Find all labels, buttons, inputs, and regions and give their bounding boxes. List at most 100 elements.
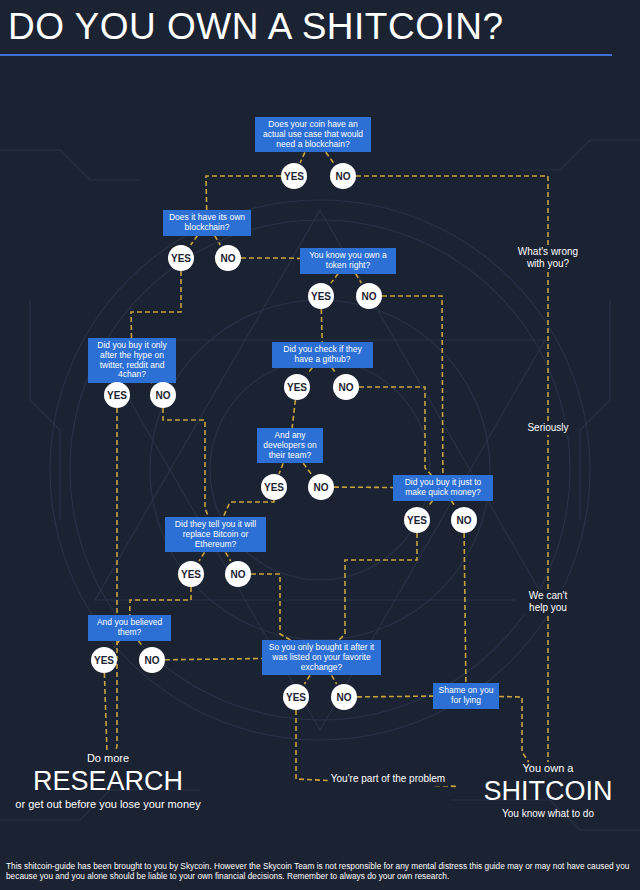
node-text: Did you check if they have a github? <box>276 345 369 365</box>
node-text: RESEARCH <box>13 766 203 797</box>
node-text: YES <box>94 655 114 666</box>
node-text: NO <box>314 482 329 493</box>
answer-circle: YES <box>281 163 307 189</box>
flow-connector <box>116 408 118 752</box>
node-text: And any developers on their team? <box>261 431 319 460</box>
flow-connector <box>331 274 338 284</box>
flow-connector <box>130 587 191 615</box>
flow-connector <box>165 659 262 660</box>
answer-circle: YES <box>284 374 310 400</box>
question-box: Did you check if they have a github? <box>272 342 373 368</box>
node-text: NO <box>231 569 246 580</box>
flow-connector <box>191 236 198 246</box>
flow-connector <box>334 486 393 488</box>
flow-connector <box>138 641 143 648</box>
question-box: Did you buy it just to make quick money? <box>393 475 493 501</box>
node-text: YES <box>286 692 306 703</box>
flow-connector <box>382 296 443 475</box>
side-remark: Seriously <box>524 421 571 435</box>
question-box: Does your coin have an actual use case t… <box>255 117 371 152</box>
node-text: You know what to do <box>458 808 638 820</box>
node-text: YES <box>311 291 331 302</box>
answer-circle: NO <box>139 647 165 673</box>
flow-connector <box>131 271 181 338</box>
answer-circle: YES <box>104 382 130 408</box>
flow-connector <box>332 368 337 375</box>
node-text: YES <box>264 482 284 493</box>
answer-circle: YES <box>91 647 117 673</box>
flow-connector <box>339 533 417 640</box>
node-text: Shame on you for lying <box>437 686 495 706</box>
title-rule <box>0 54 612 56</box>
flow-connector <box>359 387 431 475</box>
node-text: You know you own a token right? <box>304 251 392 271</box>
answer-circle: YES <box>178 561 204 587</box>
flow-connector <box>296 710 458 787</box>
node-text: And you believed them? <box>92 618 167 638</box>
flow-connector <box>104 673 107 752</box>
flow-connector <box>499 697 529 763</box>
question-box: Shame on you for lying <box>433 683 499 709</box>
question-box: And you believed them? <box>88 615 171 641</box>
answer-circle: YES <box>404 507 430 533</box>
node-text: or get out before you lose your money <box>13 798 203 811</box>
flow-connector <box>451 501 455 508</box>
flow-connector <box>307 368 312 375</box>
answer-circle: YES <box>308 283 334 309</box>
caption: This shitcoin-guide has been brought to … <box>6 861 634 882</box>
question-box: Did they tell you it will replace Bitcoi… <box>165 517 266 552</box>
flow-connector <box>300 152 305 163</box>
node-text: NO <box>457 515 472 526</box>
flow-connector <box>464 533 466 683</box>
flow-connector <box>357 695 433 697</box>
node-text: You own a <box>458 762 638 775</box>
circuit-ornament <box>0 140 640 830</box>
node-text: YES <box>287 382 307 393</box>
node-text: NO <box>156 390 171 401</box>
node-text: NO <box>337 692 352 703</box>
node-text: Do more <box>13 752 203 765</box>
flow-connector <box>215 236 221 246</box>
node-text: NO <box>339 382 354 393</box>
result-text: You own aSHITCOINYou know what to do <box>458 762 638 819</box>
flow-connector <box>114 641 119 648</box>
edge-label: You're part of the problem <box>328 772 448 786</box>
node-text: Did they tell you it will replace Bitcoi… <box>169 520 262 549</box>
flow-connector <box>241 257 300 259</box>
node-text: YES <box>284 171 304 182</box>
node-text: NO <box>336 171 351 182</box>
flow-connector <box>304 675 310 684</box>
node-text: SHITCOIN <box>458 776 638 807</box>
flow-connector <box>199 552 204 561</box>
answer-circle: YES <box>283 684 309 710</box>
flow-connector <box>320 309 323 342</box>
flow-connector <box>226 552 231 561</box>
flow-connector <box>251 574 291 640</box>
node-text: NO <box>145 655 160 666</box>
flow-connector <box>279 463 283 474</box>
answer-circle: NO <box>215 245 241 271</box>
answer-circle: NO <box>451 507 477 533</box>
question-box: Did you buy it only after the hype on tw… <box>88 338 176 383</box>
answer-circle: YES <box>168 245 194 271</box>
question-box: You know you own a token right? <box>300 248 396 274</box>
side-remark: We can't help you <box>515 589 581 615</box>
node-text: Did you buy it only after the hype on tw… <box>92 341 172 380</box>
node-text: Did you buy it just to make quick money? <box>397 478 489 498</box>
answer-circle: NO <box>356 283 382 309</box>
flow-connector <box>292 400 295 428</box>
answer-circle: NO <box>150 382 176 408</box>
node-text: So you only bought it after it was liste… <box>266 643 377 672</box>
node-text: YES <box>407 515 427 526</box>
answer-circle: NO <box>330 163 356 189</box>
node-text: YES <box>181 569 201 580</box>
node-text: Does your coin have an actual use case t… <box>259 120 367 149</box>
answer-circle: NO <box>333 374 359 400</box>
node-text: YES <box>171 253 191 264</box>
flow-connector <box>332 675 337 684</box>
flow-connector <box>223 500 274 517</box>
question-box: Does it have its own blockchain? <box>163 210 251 236</box>
flow-connector <box>163 408 209 517</box>
edge-label: What's wrong with you? <box>505 245 591 271</box>
